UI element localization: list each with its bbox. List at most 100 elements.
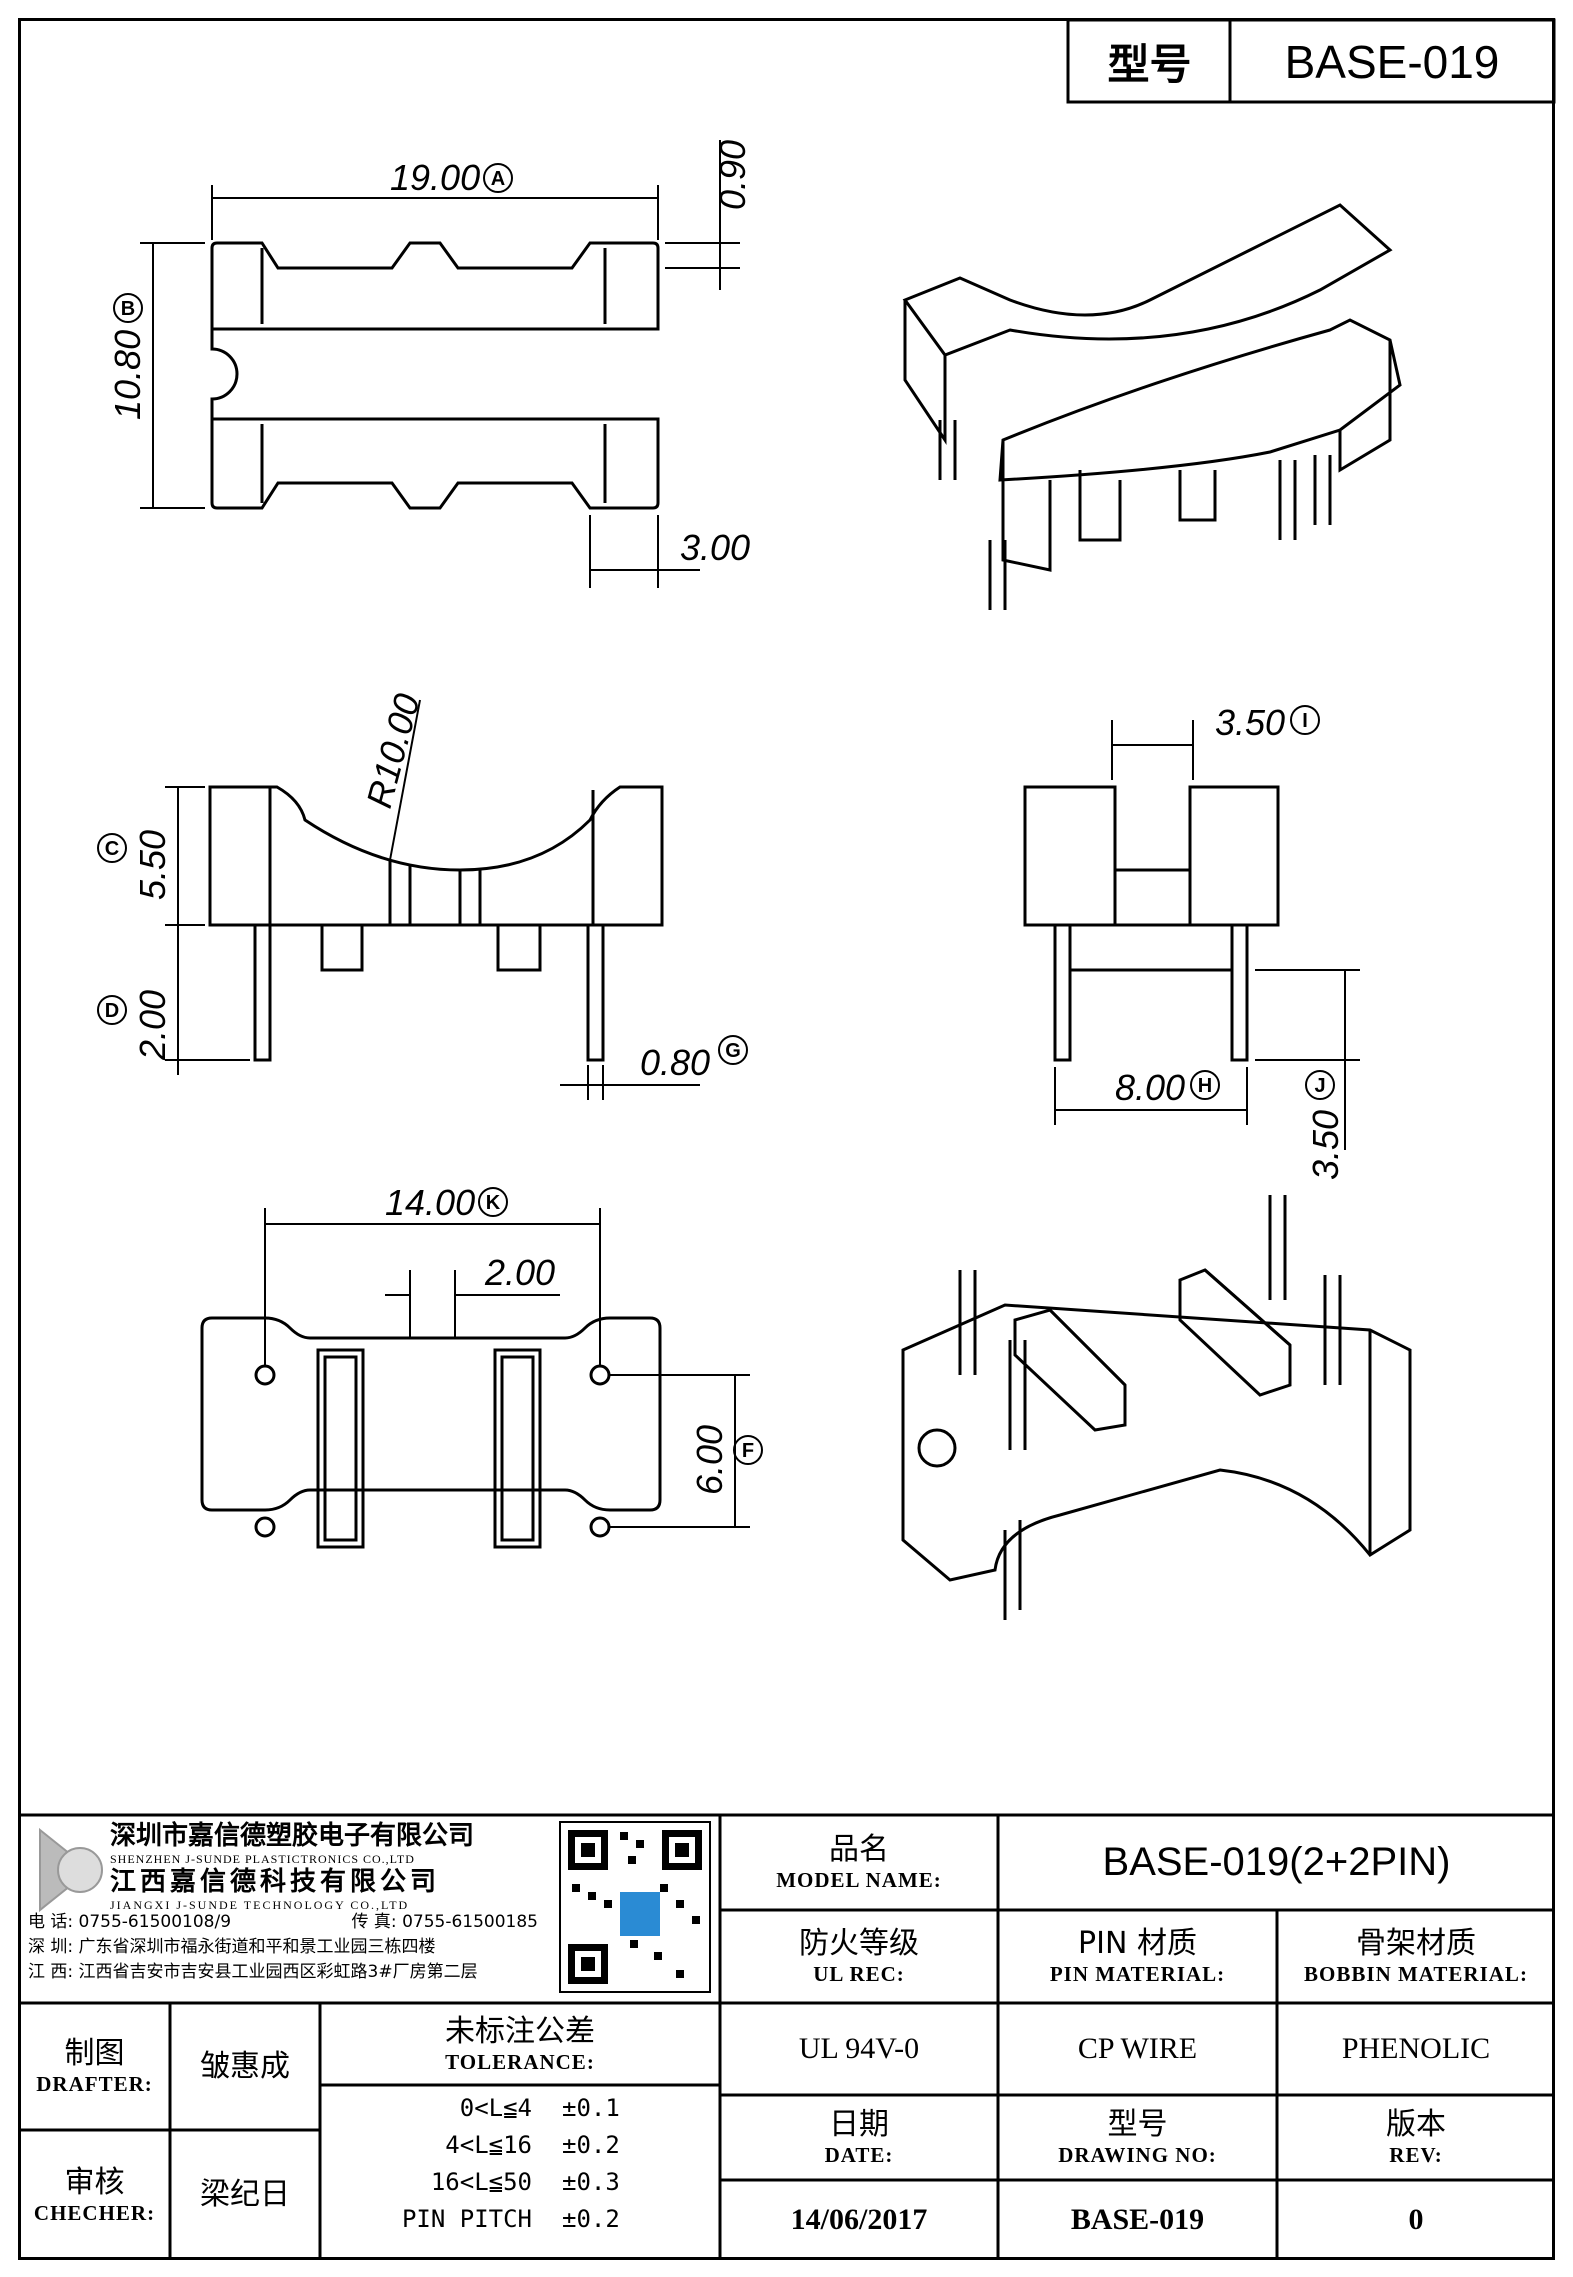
drawing-frame: [18, 18, 1555, 2260]
checker-en: CHECHER:: [33, 2200, 156, 2225]
company-contacts: 电 话: 0755-61500108/9 传 真: 0755-61500185 …: [28, 1910, 558, 1985]
company-name-en-2: JIANGXI J-SUNDE TECHNOLOGY CO.,LTD: [110, 1898, 410, 1912]
cell-bobbin-material: 骨架材质 BOBBIN MATERIAL:: [1279, 1912, 1553, 2001]
dwg-cn: 型号: [1107, 2107, 1168, 2142]
side-view: [1023, 785, 1280, 1062]
dim-height-b: 10.80: [107, 330, 148, 420]
tol-row: PIN PITCH ±0.2: [322, 2201, 718, 2238]
header-model-label: 型号: [1107, 40, 1192, 89]
drafter-en: DRAFTER:: [36, 2072, 153, 2096]
company-name-cn-1: 深圳市嘉信德塑胶电子有限公司: [110, 1821, 475, 1851]
ul-cn: 防火等级: [799, 1926, 919, 1961]
bob-mat-cn: 骨架材质: [1356, 1926, 1476, 1961]
cell-tolerance: 未标注公差 TOLERANCE:: [322, 2005, 718, 2083]
company-name-cn-2: 江西嘉信德科技有限公司: [110, 1867, 441, 1897]
cell-drawing-no: 型号 DRAWING NO:: [1000, 2097, 1275, 2178]
cell-model-name: 品名 MODEL NAME:: [722, 1817, 996, 1908]
dim-slot2: 2.00: [484, 1252, 555, 1293]
side-view-dimensions: [1054, 720, 1360, 1150]
pin-mat-en: PIN MATERIAL:: [1049, 1962, 1226, 1986]
tol-row: 16<L≦50 ±0.3: [322, 2164, 718, 2201]
drafter-cn: 制图: [64, 2036, 125, 2071]
company-addr-sz: 深 圳: 广东省深圳市福永街道和平和景工业园三栋四楼: [28, 1937, 436, 1957]
bottom-view: [200, 1316, 662, 1549]
dwg-en: DRAWING NO:: [1058, 2143, 1217, 2167]
cell-date: 日期 DATE:: [722, 2097, 996, 2178]
tol-val: ±0.2: [562, 2131, 620, 2159]
ul-value: UL 94V-0: [798, 2032, 920, 2065]
dim-pin-dia: 0.80: [640, 1042, 710, 1083]
qr-code: [568, 1830, 702, 1984]
mark-f: F: [742, 1440, 754, 1462]
tol-range: 0<L≦4: [459, 2094, 532, 2122]
dim-top-gap: 0.90: [712, 140, 753, 210]
front-view-dimensions: [165, 699, 700, 1100]
tol-range: PIN PITCH: [401, 2205, 532, 2233]
drafter-value: 皱惠成: [200, 2048, 290, 2084]
ul-en: UL REC:: [813, 1962, 905, 1986]
mark-i: I: [1302, 710, 1308, 732]
cell-rev: 版本 REV:: [1279, 2097, 1553, 2178]
dim-pin-len: 2.00: [132, 990, 173, 1061]
title-block-lines: [18, 1813, 1555, 2260]
cell-checker: 审核 CHECHER:: [21, 2132, 168, 2258]
bob-mat-value: PHENOLIC: [1341, 2032, 1491, 2065]
dwg-value: BASE-019: [1070, 2203, 1205, 2236]
mark-c: C: [105, 838, 119, 860]
date-value: 14/06/2017: [790, 2203, 928, 2236]
front-view: [208, 785, 664, 1062]
company-fax: 传 真: 0755-61500185: [351, 1912, 538, 1932]
mark-h: H: [1198, 1075, 1212, 1097]
model-name-cn: 品名: [829, 1832, 889, 1867]
iso-view-bottom: [901, 1195, 1412, 1620]
logo-mark: [39, 1827, 103, 1913]
dim-end-width: 3.00: [680, 527, 750, 568]
date-cn: 日期: [829, 2107, 889, 2142]
mark-d: D: [105, 1000, 119, 1022]
pin-mat-value: CP WIRE: [1077, 2032, 1198, 2065]
dim-width-a: 19.00: [390, 157, 480, 198]
dim-row-f: 6.00: [689, 1425, 730, 1495]
mark-k: K: [486, 1192, 501, 1214]
dim-slot-width: 3.50: [1215, 702, 1285, 743]
mark-g: G: [725, 1040, 741, 1062]
tol-row: 0<L≦4 ±0.1: [322, 2090, 718, 2127]
checker-value: 梁纪日: [200, 2177, 290, 2212]
mark-a: A: [491, 168, 505, 190]
company-name-en-1: SHENZHEN J-SUNDE PLASTICTRONICS CO.,LTD: [110, 1852, 415, 1866]
tol-cn: 未标注公差: [445, 2013, 595, 2049]
checker-cn: 审核: [64, 2164, 125, 2200]
company-block: 深圳市嘉信德塑胶电子有限公司 SHENZHEN J-SUNDE PLASTICT…: [110, 1820, 560, 1912]
rev-en: REV:: [1389, 2143, 1443, 2167]
model-name-value: BASE-019(2+2PIN): [1102, 1840, 1451, 1884]
tolerance-table: 0<L≦4 ±0.1 4<L≦16 ±0.2 16<L≦50 ±0.3 PIN PIT…: [322, 2090, 718, 2238]
rev-cn: 版本: [1386, 2107, 1446, 2142]
tol-val: ±0.1: [562, 2094, 620, 2122]
tol-val: ±0.2: [562, 2205, 620, 2233]
mark-j: J: [1314, 1075, 1325, 1097]
dim-radius: R10.00: [358, 689, 428, 812]
cell-pin-material: PIN 材质 PIN MATERIAL:: [1000, 1912, 1275, 2001]
cell-drafter: 制图 DRAFTER:: [21, 2005, 168, 2128]
dim-core-height: 5.50: [132, 830, 173, 900]
top-view-dimensions: [140, 140, 740, 588]
bottom-view-dimensions: [264, 1208, 750, 1528]
date-en: DATE:: [824, 2143, 894, 2167]
company-addr-jx: 江 西: 江西省吉安市吉安县工业园西区彩虹路3#厂房第二层: [28, 1962, 478, 1982]
rev-value: 0: [1408, 2203, 1424, 2236]
pin-mat-cn: PIN 材质: [1078, 1926, 1197, 1961]
dim-pin-span: 8.00: [1115, 1067, 1185, 1108]
dim-pin-len2: 3.50: [1305, 1110, 1346, 1180]
company-phone: 电 话: 0755-61500108/9: [28, 1912, 232, 1932]
cell-ul: 防火等级 UL REC:: [722, 1912, 996, 2001]
tol-val: ±0.3: [562, 2168, 620, 2196]
model-name-en: MODEL NAME:: [776, 1868, 942, 1892]
bob-mat-en: BOBBIN MATERIAL:: [1304, 1962, 1528, 1986]
top-view: [210, 241, 660, 510]
header-box: [1066, 18, 1556, 104]
tol-range: 16<L≦50: [430, 2168, 532, 2196]
tol-row: 4<L≦16 ±0.2: [322, 2127, 718, 2164]
tol-en: TOLERANCE:: [445, 2049, 595, 2074]
iso-view-top: [902, 203, 1402, 610]
tol-range: 4<L≦16: [445, 2131, 532, 2159]
